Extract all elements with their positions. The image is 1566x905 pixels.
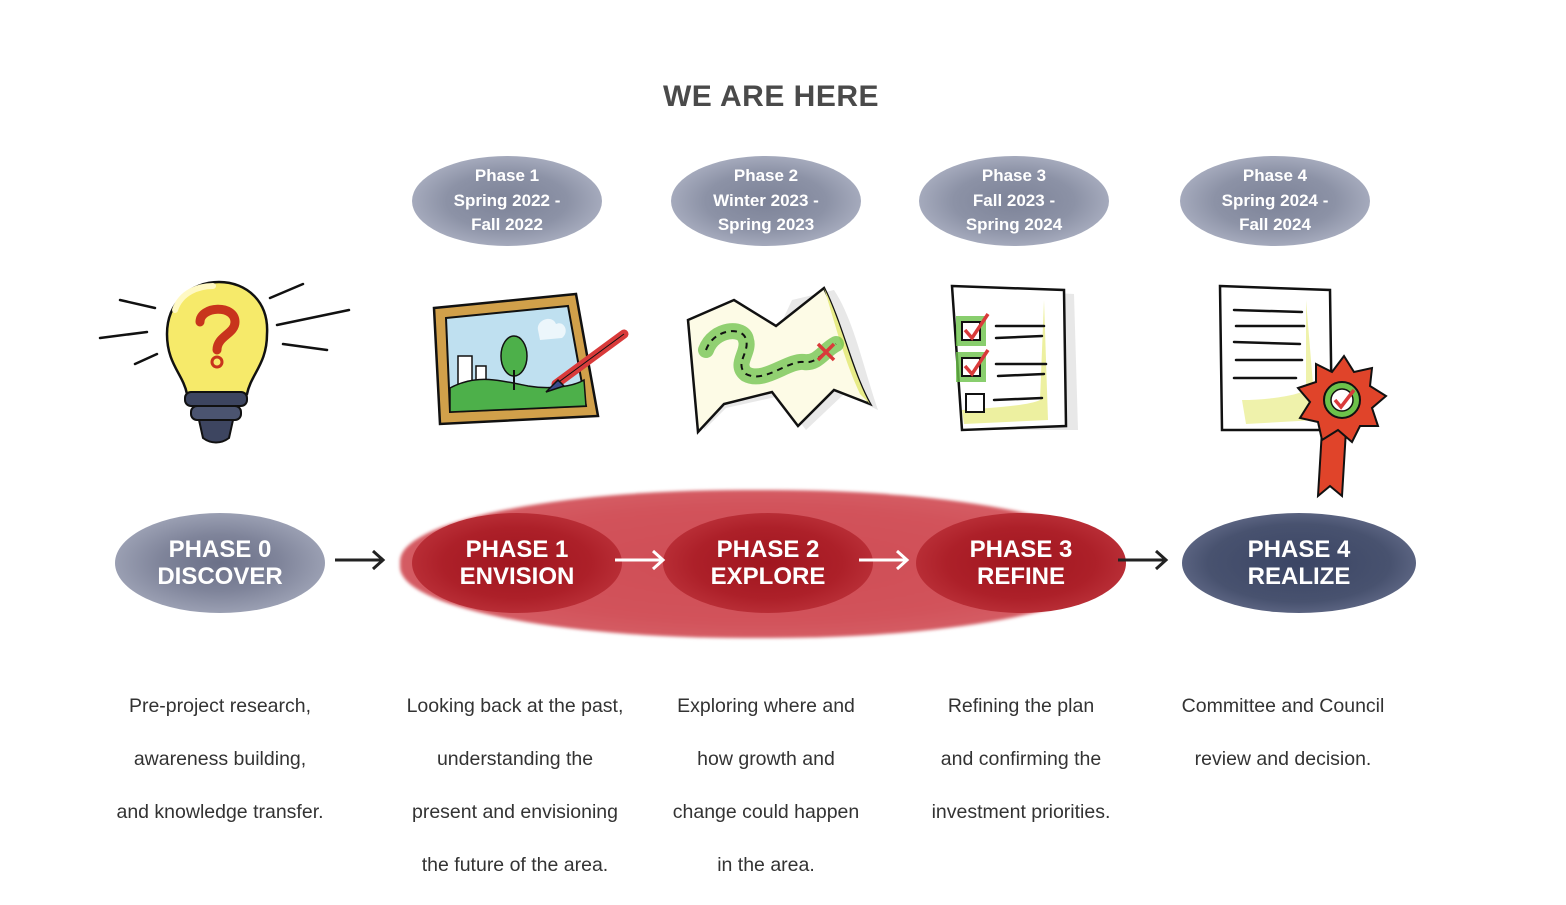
- arrow-right-icon: [1118, 549, 1169, 571]
- description-line: how growth and: [697, 747, 835, 770]
- phase-number: PHASE 1: [465, 536, 569, 563]
- phase-name: ENVISION: [459, 563, 575, 590]
- phase-name: EXPLORE: [710, 563, 826, 590]
- timing-start: Fall 2023 -: [972, 190, 1056, 210]
- description-line: and knowledge transfer.: [116, 800, 324, 823]
- checklist-icon: [950, 284, 1078, 432]
- timing-end: Fall 2022: [471, 215, 543, 235]
- phase-3-description: Refining the plan and confirming the inv…: [900, 666, 1142, 852]
- phase-1-blob: PHASE 1 ENVISION: [412, 513, 622, 613]
- description-line: change could happen: [672, 800, 860, 823]
- phase-2-timing-badge: Phase 2 Winter 2023 - Spring 2023: [671, 156, 861, 246]
- arrow-right-icon: [615, 549, 666, 571]
- description-line: Committee and Council: [1181, 694, 1385, 717]
- description-line: present and envisioning: [412, 800, 618, 823]
- treasure-map-icon: [686, 286, 878, 435]
- phase-2-description: Exploring where and how growth and chang…: [648, 666, 884, 905]
- description-line: investment priorities.: [931, 800, 1111, 823]
- phase-number: PHASE 0: [168, 536, 272, 563]
- lightbulb-question-icon: [98, 280, 351, 444]
- timing-start: Winter 2023 -: [713, 190, 819, 210]
- description-line: Pre-project research,: [128, 694, 312, 717]
- phase-0-blob: PHASE 0 DISCOVER: [115, 513, 325, 613]
- description-line: Exploring where and: [677, 694, 855, 717]
- phase-2-blob: PHASE 2 EXPLORE: [663, 513, 873, 613]
- phase-name: DISCOVER: [157, 563, 283, 590]
- timing-start: Spring 2024 -: [1221, 190, 1329, 210]
- description-line: Looking back at the past,: [406, 694, 624, 717]
- arrow-right-icon: [859, 549, 910, 571]
- description-line: understanding the: [436, 747, 594, 770]
- phase-number: PHASE 2: [716, 536, 820, 563]
- phase-3-timing-badge: Phase 3 Fall 2023 - Spring 2024: [919, 156, 1109, 246]
- description-line: and confirming the: [940, 747, 1102, 770]
- timing-label: Phase 3: [981, 166, 1047, 186]
- timing-label: Phase 4: [1242, 166, 1308, 186]
- timing-start: Spring 2022 -: [453, 190, 561, 210]
- phase-0-description: Pre-project research, awareness building…: [80, 666, 360, 852]
- painting-frame-icon: [432, 292, 629, 426]
- page-title: WE ARE HERE: [662, 80, 880, 113]
- phase-3-blob: PHASE 3 REFINE: [916, 513, 1126, 613]
- timing-label: Phase 1: [474, 166, 540, 186]
- phase-name: REALIZE: [1247, 563, 1351, 590]
- timing-end: Spring 2023: [717, 215, 815, 235]
- phase-4-description: Committee and Council review and decisio…: [1150, 666, 1416, 799]
- description-line: review and decision.: [1194, 747, 1372, 770]
- phase-4-blob: PHASE 4 REALIZE: [1182, 513, 1416, 613]
- timing-label: Phase 2: [733, 166, 799, 186]
- phase-number: PHASE 3: [969, 536, 1073, 563]
- description-line: awareness building,: [133, 747, 307, 770]
- description-line: the future of the area.: [421, 853, 609, 876]
- phase-1-timing-badge: Phase 1 Spring 2022 - Fall 2022: [412, 156, 602, 246]
- phase-4-timing-badge: Phase 4 Spring 2024 - Fall 2024: [1180, 156, 1370, 246]
- phase-number: PHASE 4: [1247, 536, 1351, 563]
- description-line: in the area.: [717, 853, 815, 876]
- phase-name: REFINE: [976, 563, 1065, 590]
- description-line: Refining the plan: [947, 694, 1095, 717]
- phase-1-description: Looking back at the past, understanding …: [380, 666, 650, 905]
- timing-end: Spring 2024: [965, 215, 1063, 235]
- timing-end: Fall 2024: [1239, 215, 1311, 235]
- certificate-ribbon-icon: [1218, 284, 1388, 499]
- arrow-right-icon: [335, 549, 386, 571]
